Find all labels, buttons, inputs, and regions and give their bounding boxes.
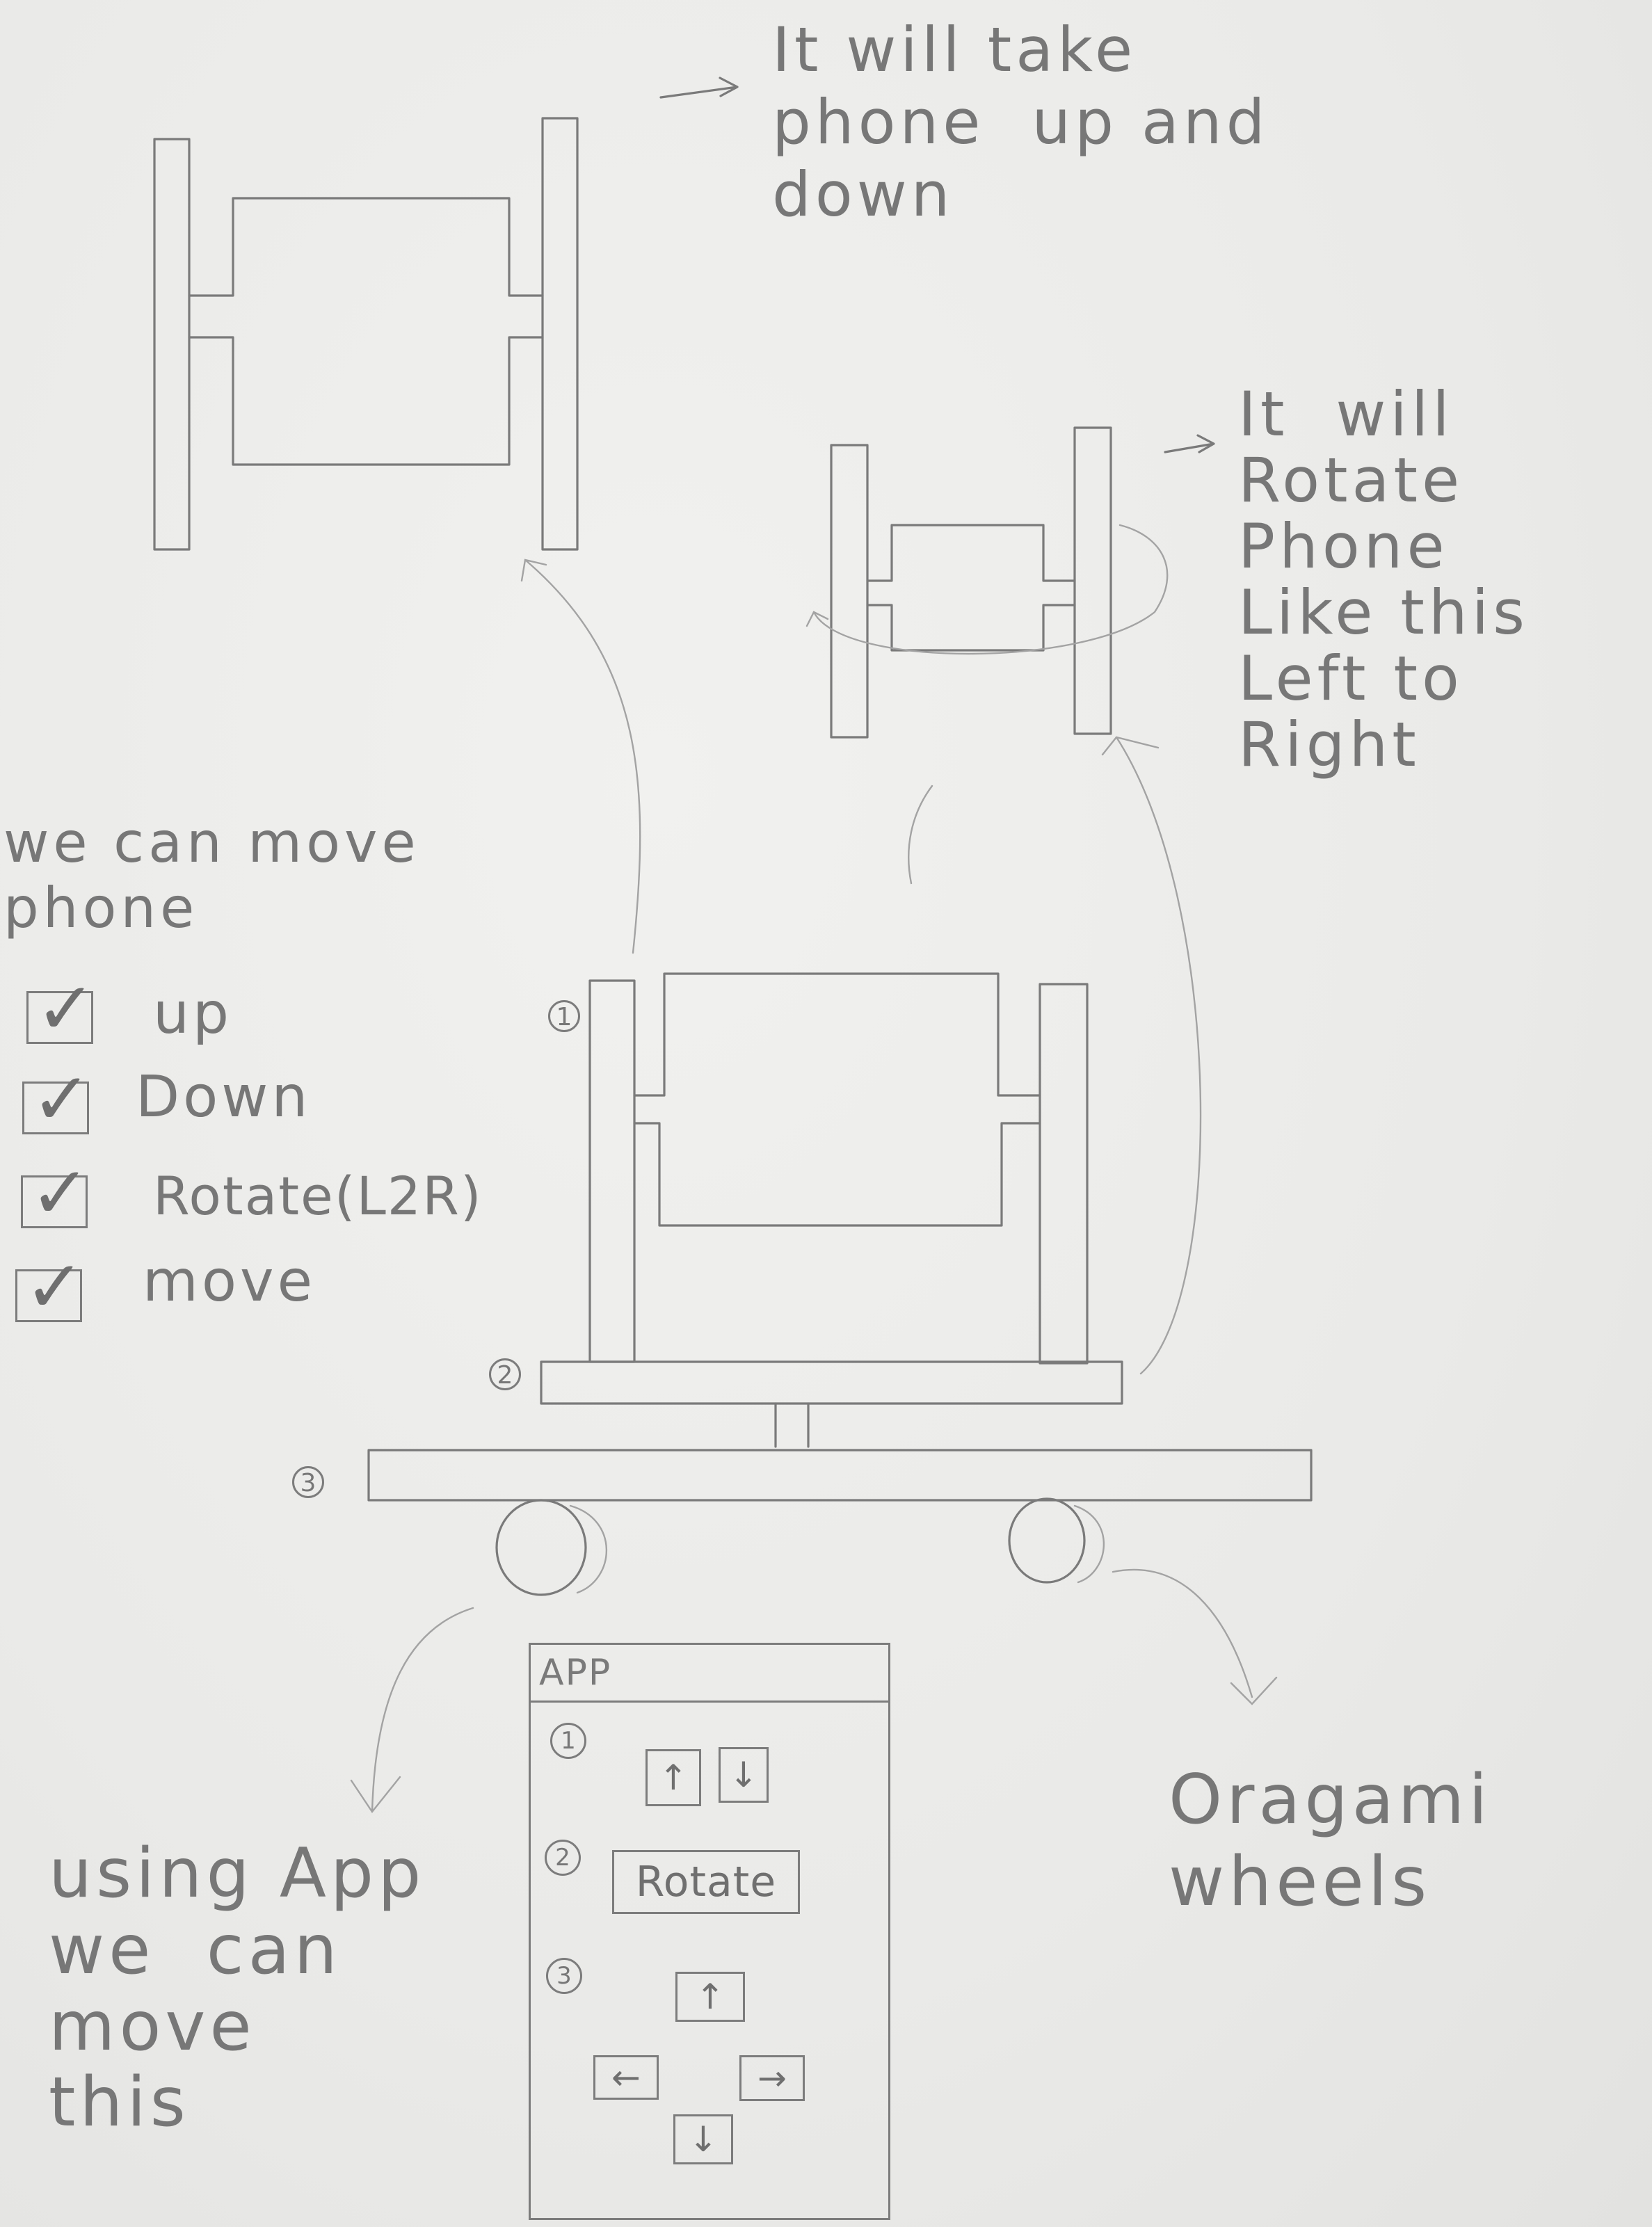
note-rotate: It will Rotate Phone Like this Left to R… [1238, 381, 1529, 778]
left-arrow-icon: ← [611, 2060, 641, 2095]
app-section-1-number: 1 [550, 1723, 586, 1759]
lift-up-button[interactable]: ↑ [645, 1749, 701, 1806]
arrow-wheel-to-wheels-note [1113, 1570, 1276, 1704]
checkbox-move[interactable]: ✓ [15, 1269, 82, 1322]
app-title-divider [531, 1701, 888, 1703]
checkbox-up[interactable]: ✓ [26, 991, 93, 1044]
checkbox-rotate[interactable]: ✓ [21, 1175, 88, 1228]
up-down-mechanism-sketch [154, 118, 577, 549]
check-icon: ✓ [35, 972, 96, 1045]
checklist-label-down: Down [136, 1064, 311, 1130]
checkbox-down[interactable]: ✓ [22, 1082, 89, 1134]
arrow-main-to-up-down [522, 560, 640, 953]
app-section-2-number: 2 [545, 1840, 581, 1876]
app-section-3-number: 3 [546, 1958, 582, 1994]
note-using-app: using App we can move this [49, 1836, 425, 2141]
move-backward-button[interactable]: ↓ [673, 2114, 733, 2164]
note-can-move: we can move phone [3, 810, 420, 942]
arrow-main-to-rotate [1102, 737, 1201, 1374]
arrow-to-up-down-note [661, 78, 737, 97]
note-wheels: Oragami wheels [1169, 1760, 1491, 1923]
checklist-label-up: up [153, 981, 232, 1047]
part-marker-1: 1 [548, 1000, 580, 1032]
main-device-sketch [369, 974, 1311, 1595]
check-icon: ✓ [30, 1157, 90, 1229]
up-arrow-icon: ↑ [696, 1979, 725, 2014]
check-icon: ✓ [31, 1063, 92, 1135]
part-marker-3: 3 [292, 1466, 324, 1498]
right-arrow-icon: → [757, 2061, 787, 2096]
move-right-button[interactable]: → [739, 2055, 805, 2101]
rotate-button[interactable]: Rotate [612, 1850, 800, 1914]
checklist-label-rotate: Rotate(L2R) [153, 1165, 483, 1227]
arrow-to-rotate-note [1165, 435, 1214, 452]
part-marker-2: 2 [489, 1358, 521, 1390]
rotate-button-label: Rotate [636, 1861, 776, 1903]
up-arrow-icon: ↑ [659, 1760, 688, 1795]
rotate-mechanism-sketch [807, 428, 1167, 737]
check-icon: ✓ [24, 1251, 85, 1323]
note-up-down: It will take phone up and down [772, 14, 1269, 230]
arrow-wheel-to-app-note [351, 1608, 473, 1812]
down-arrow-icon: ↓ [729, 1758, 758, 1792]
down-arrow-icon: ↓ [689, 2122, 718, 2157]
move-forward-button[interactable]: ↑ [675, 1972, 745, 2022]
app-title: APP [539, 1652, 611, 1694]
app-mockup: APP 1 ↑ ↓ 2 Rotate 3 ↑ ← → ↓ [529, 1643, 890, 2220]
move-left-button[interactable]: ← [593, 2055, 659, 2100]
lift-down-button[interactable]: ↓ [719, 1747, 769, 1803]
checklist-label-move: move [143, 1248, 316, 1315]
